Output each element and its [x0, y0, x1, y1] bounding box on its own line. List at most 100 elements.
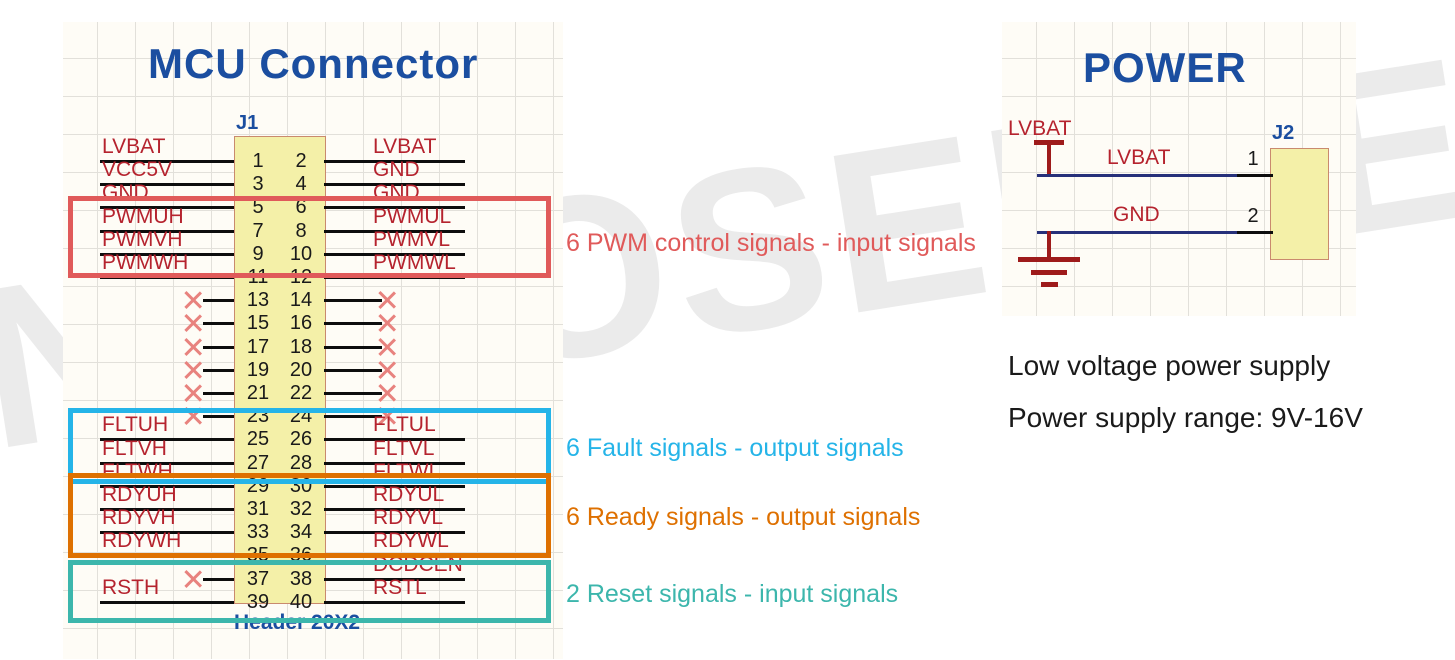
j1-left-wire: [100, 438, 234, 441]
j1-left-wire: [100, 160, 234, 163]
j1-left-wire: [203, 299, 234, 302]
j1-left-net-label: RSTH: [102, 576, 160, 599]
j1-left-wire: [203, 415, 234, 418]
j1-right-wire: [324, 253, 465, 256]
j1-left-wire: [100, 508, 234, 511]
j1-pin-number-left: 25: [246, 428, 270, 450]
j1-pin-number-left: 19: [246, 359, 270, 381]
j1-pin-number-left: 13: [246, 289, 270, 311]
j1-left-net-label: FLTUH: [102, 413, 169, 436]
j1-right-wire: [324, 369, 382, 372]
lvbat-port-label: LVBAT: [1008, 117, 1072, 140]
j1-right-wire: [324, 578, 465, 581]
j1-left-wire: [100, 230, 234, 233]
no-connect-icon: [376, 289, 398, 311]
annotation-ready: 6 Ready signals - output signals: [566, 503, 921, 531]
no-connect-icon: [376, 359, 398, 381]
j1-pin-number-right: 4: [295, 173, 307, 195]
j1-left-net-label: PWMVH: [102, 228, 183, 251]
j1-pin-number-right: 38: [289, 568, 313, 590]
j1-pin-number-left: 7: [252, 220, 264, 242]
j1-connector-body[interactable]: [234, 136, 326, 604]
j1-right-wire: [324, 508, 465, 511]
j1-pin-number-right: 40: [289, 591, 313, 613]
gnd-net-label: GND: [1113, 203, 1160, 226]
lvbat-pin-wire: [1237, 174, 1273, 177]
j1-right-net-label: RDYWL: [373, 529, 449, 552]
no-connect-icon: [182, 312, 204, 334]
ready-highlight-box: [68, 473, 551, 558]
j1-right-wire: [324, 485, 465, 488]
j1-right-net-label: LVBAT: [373, 135, 437, 158]
j1-left-wire: [203, 392, 234, 395]
j1-right-wire: [324, 206, 465, 209]
fault-highlight-box: [68, 408, 551, 484]
j1-right-wire: [324, 601, 465, 604]
gnd-stem: [1047, 231, 1051, 259]
j1-pin-number-right: 10: [289, 243, 313, 265]
j1-left-wire: [203, 369, 234, 372]
j2-refdes: J2: [1272, 122, 1295, 144]
annotation-fault: 6 Fault signals - output signals: [566, 434, 904, 462]
j1-right-wire: [324, 183, 465, 186]
j1-left-wire: [100, 462, 234, 465]
power-note-1: Low voltage power supply: [1008, 350, 1331, 381]
mcu-section-title: MCU Connector: [148, 40, 479, 87]
reset-highlight-box: [68, 560, 551, 623]
j1-pin-number-left: 1: [252, 150, 264, 172]
j1-left-net-label: VCC5V: [102, 158, 173, 181]
j2-pin-1-number: 1: [1247, 148, 1259, 170]
j1-pin-number-left: 21: [246, 382, 270, 404]
j1-pin-number-right: 26: [289, 428, 313, 450]
j1-pin-number-left: 9: [252, 243, 264, 265]
no-connect-icon: [182, 336, 204, 358]
lvbat-net-label: LVBAT: [1107, 146, 1171, 169]
j1-right-wire: [324, 392, 382, 395]
j1-right-net-label: FLTUL: [373, 413, 436, 436]
j1-pin-number-left: 31: [246, 498, 270, 520]
j1-left-net-label: RDYVH: [102, 506, 176, 529]
j1-pin-number-left: 15: [246, 312, 270, 334]
j1-right-wire: [324, 322, 382, 325]
j1-pin-number-left: 33: [246, 521, 270, 543]
power-section-title: POWER: [1083, 44, 1247, 91]
no-connect-icon: [376, 336, 398, 358]
j1-refdes: J1: [236, 112, 259, 134]
j1-pin-number-right: 2: [295, 150, 307, 172]
j1-pin-number-right: 34: [289, 521, 313, 543]
j1-left-wire: [100, 183, 234, 186]
j1-pin-number-right: 32: [289, 498, 313, 520]
j1-right-wire: [324, 346, 382, 349]
j1-pin-number-right: 8: [295, 220, 307, 242]
j1-right-net-label: RDYVL: [373, 506, 444, 529]
j1-pin-number-right: 20: [289, 359, 313, 381]
j1-right-wire: [324, 438, 465, 441]
gnd-net-wire: [1037, 231, 1237, 234]
no-connect-icon: [182, 382, 204, 404]
j2-connector-body[interactable]: [1270, 148, 1329, 260]
j2-pin-2-number: 2: [1247, 205, 1259, 227]
j1-pin-number-left: 17: [246, 336, 270, 358]
j1-left-wire: [100, 206, 234, 209]
j1-right-wire: [324, 415, 382, 418]
annotation-pwm: 6 PWM control signals - input signals: [566, 229, 976, 257]
j1-pin-number-right: 22: [289, 382, 313, 404]
j1-pin-number-left: 27: [246, 452, 270, 474]
gnd-pin-wire: [1237, 231, 1273, 234]
no-connect-icon: [182, 359, 204, 381]
j1-pin-number-left: 37: [246, 568, 270, 590]
j1-right-net-label: RSTL: [373, 576, 427, 599]
j1-right-net-label: PWMVL: [373, 228, 451, 251]
j1-left-net-label: PWMWH: [102, 251, 189, 274]
j1-left-wire: [203, 322, 234, 325]
j1-left-wire: [203, 578, 234, 581]
power-note-2: Power supply range: 9V-16V: [1008, 402, 1363, 433]
j1-left-net-label: RDYUH: [102, 483, 177, 506]
j1-pin-number-right: 28: [289, 452, 313, 474]
j1-right-net-label: FLTVL: [373, 437, 435, 460]
j1-left-wire: [100, 601, 234, 604]
j1-right-wire: [324, 531, 465, 534]
j1-pin-number-right: 6: [295, 196, 307, 218]
annotation-reset: 2 Reset signals - input signals: [566, 580, 899, 608]
